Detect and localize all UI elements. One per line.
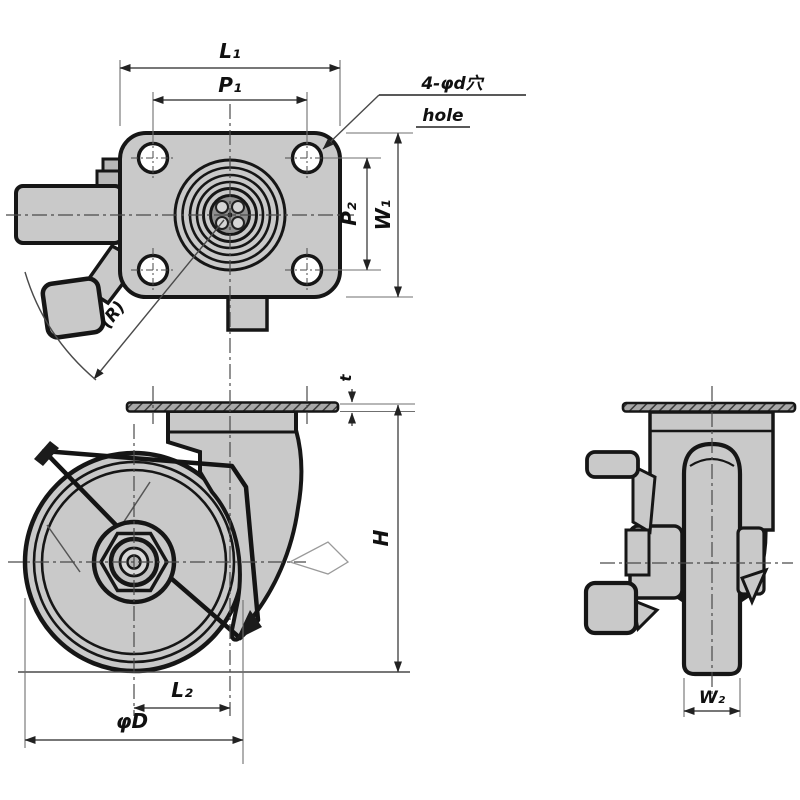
- dim-label-p1: P₁: [218, 73, 241, 97]
- dim-p1: P₁: [152, 73, 308, 144]
- dim-label-t: t: [337, 374, 355, 382]
- plate-tab: [226, 294, 269, 332]
- radius-arc: [24, 271, 97, 381]
- dim-l1: L₁: [119, 39, 341, 126]
- top-plate-side: [125, 401, 340, 413]
- dim-l2: L₂: [133, 678, 231, 712]
- dim-label-h: H: [369, 529, 393, 546]
- fork-foot-right: [739, 567, 769, 606]
- dim-label-w2: W₂: [699, 688, 726, 708]
- hole-callout: 4-φd穴 hole: [322, 74, 526, 150]
- hole-callout-label: 4-φd穴: [420, 74, 484, 94]
- hole-callout-leader: [322, 94, 380, 150]
- dim-phi-d: φD: [24, 598, 244, 764]
- hole-callout-label-en: hole: [422, 106, 463, 126]
- dim-p2: P₂: [323, 157, 381, 271]
- dim-label-l1: L₁: [219, 39, 241, 63]
- brake-assembly-front: [583, 450, 660, 636]
- dim-label-phi-d: φD: [116, 709, 148, 733]
- brake-pedal-front: [583, 580, 639, 636]
- hidden-fork-tip: [288, 541, 350, 575]
- top-view: L₁ P₁ W₁ P₂ 4-φd穴 hole: [6, 39, 526, 381]
- hole-centerlines: [131, 136, 329, 292]
- side-view: t H L₂ φD: [8, 104, 415, 764]
- dim-label-p2: P₂: [337, 202, 361, 226]
- dim-t: t: [337, 374, 415, 426]
- projection-centerlines: [152, 386, 308, 424]
- dim-w1: W₁: [346, 132, 413, 298]
- top-plate-front: [621, 401, 797, 413]
- front-view: W₂: [583, 386, 797, 717]
- radius-leader: [93, 219, 225, 380]
- brake-pedal-top-view: [40, 276, 106, 340]
- dim-label-w1: W₁: [371, 200, 395, 231]
- brake-block-front: [624, 528, 651, 577]
- dim-label-l2: L₂: [171, 678, 193, 702]
- brake-handle-front: [585, 450, 640, 479]
- dim-h: H: [369, 404, 402, 673]
- dim-w2: W₂: [683, 678, 741, 717]
